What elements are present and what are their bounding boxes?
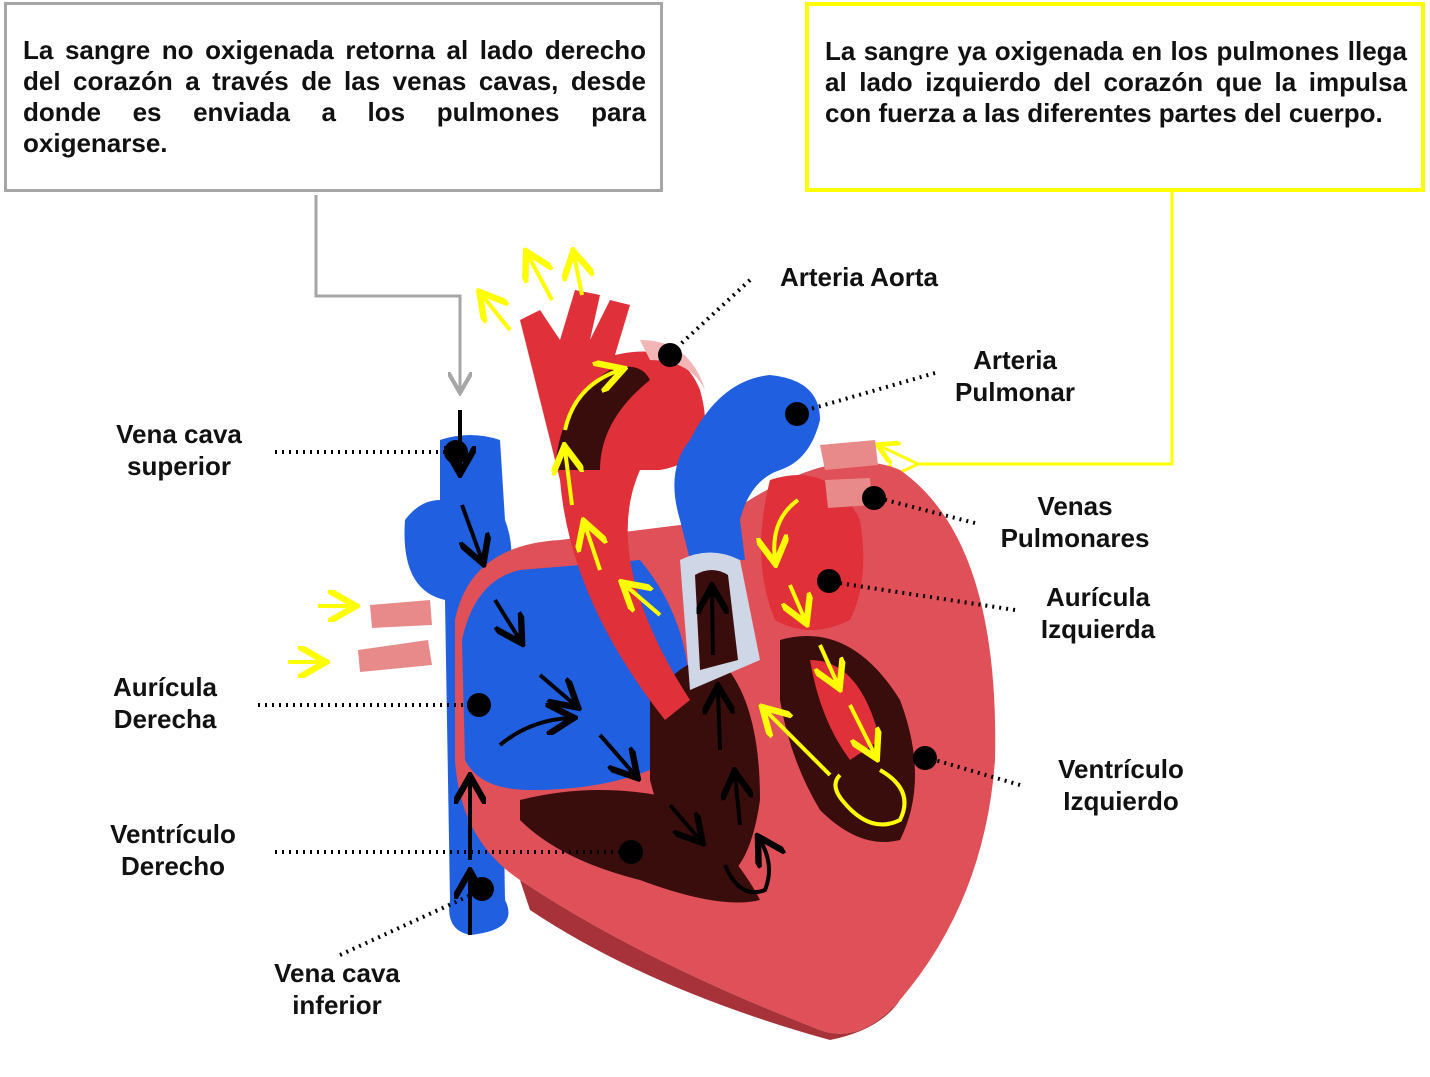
label-inferior-vena-cava: Vena cava inferior bbox=[274, 958, 400, 1020]
label-left-ventricle: Ventrículo Izquierdo bbox=[1058, 754, 1184, 816]
venous-explanation-box: La sangre no oxigenada retorna al lado d… bbox=[4, 2, 663, 192]
leader-dots bbox=[444, 343, 937, 901]
leader-lines bbox=[258, 278, 1021, 957]
arterial-explanation-text: La sangre ya oxigenada en los pulmones l… bbox=[825, 36, 1407, 128]
left-box-connector bbox=[314, 195, 460, 390]
venous-flow-arrows bbox=[460, 410, 769, 935]
label-left-atrium: Aurícula Izquierda bbox=[1040, 582, 1156, 644]
arterial-flow-arrows bbox=[288, 255, 907, 827]
label-right-atrium: Aurícula Derecha bbox=[112, 672, 218, 734]
label-pulmonary-veins: Venas Pulmonares bbox=[1000, 491, 1150, 553]
arterial-explanation-box: La sangre ya oxigenada en los pulmones l… bbox=[805, 2, 1425, 192]
label-aorta: Arteria Aorta bbox=[780, 262, 938, 292]
label-right-ventricle: Ventrículo Derecho bbox=[110, 819, 236, 881]
venous-explanation-text: La sangre no oxigenada retorna al lado d… bbox=[23, 35, 646, 158]
label-pulmonary-artery: Arteria Pulmonar bbox=[955, 345, 1075, 407]
label-superior-vena-cava: Vena cava superior bbox=[116, 419, 242, 481]
right-box-connector bbox=[880, 192, 1174, 482]
pulmonary-veins-vessel bbox=[820, 440, 878, 508]
